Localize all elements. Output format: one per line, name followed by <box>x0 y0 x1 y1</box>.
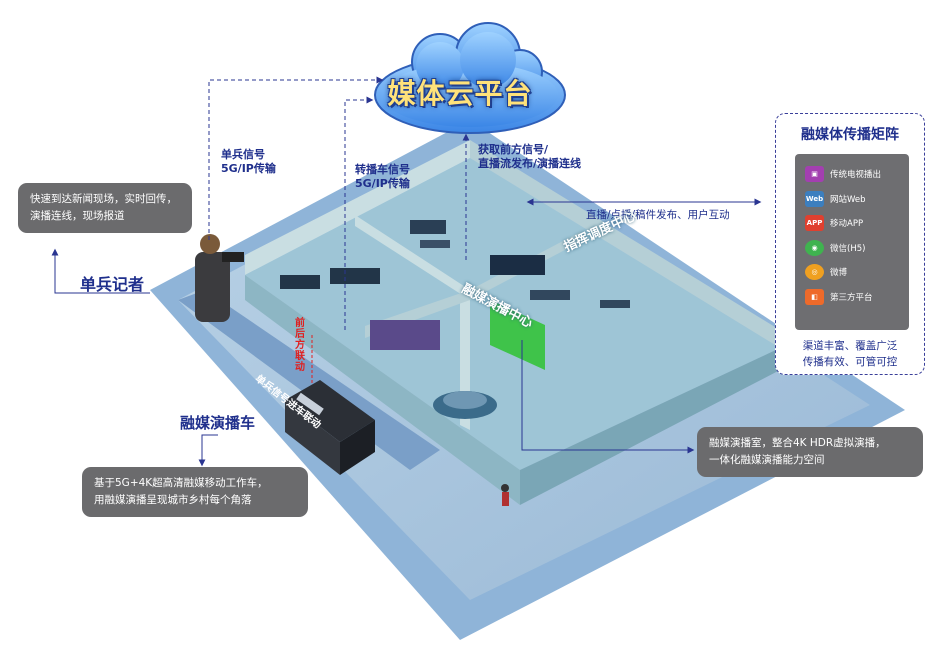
third-party-icon: ◧ <box>805 288 824 305</box>
media-matrix-panel: 融媒体传播矩阵 ▣ 传统电视播出 Web 网站Web APP 移动APP ◉ 微… <box>775 113 925 375</box>
broadcast-van <box>285 380 375 442</box>
channel-tv: ▣ 传统电视播出 <box>805 162 909 187</box>
app-icon: APP <box>805 215 824 232</box>
matrix-channel-list: ▣ 传统电视播出 Web 网站Web APP 移动APP ◉ 微信(H5) ◎ … <box>795 154 909 330</box>
channel-app: APP 移动APP <box>805 211 909 236</box>
matrix-footer: 渠道丰富、覆盖广泛 传播有效、可管可控 <box>802 340 898 368</box>
vehicle-signal-label: 转播车信号 5G/IP传输 <box>355 163 410 190</box>
cloud-shape <box>374 22 566 134</box>
vehicle-description: 基于5G+4K超高清融媒移动工作车， 用融媒演播呈现城市乡村每个角落 <box>82 467 308 517</box>
reporter-figure <box>195 252 230 322</box>
single-signal-label: 单兵信号 5G/IP传输 <box>221 148 276 175</box>
studio-description: 融媒演播室，整合4K HDR虚拟演播， 一体化融媒演播能力空间 <box>697 427 923 477</box>
tv-icon: ▣ <box>805 166 824 183</box>
wechat-icon: ◉ <box>805 239 824 256</box>
channel-web: Web 网站Web <box>805 187 909 212</box>
reporter-description: 快速到达新闻现场，实时回传， 演播连线，现场报道 <box>18 183 192 233</box>
channel-weibo: ◎ 微博 <box>805 260 909 285</box>
web-icon: Web <box>805 190 824 207</box>
cloud-platform-title: 媒体云平台 <box>387 77 533 110</box>
front-backend-label: 前后方联动 <box>295 318 305 373</box>
vehicle-heading: 融媒演播车 <box>180 414 256 432</box>
matrix-title: 融媒体传播矩阵 <box>801 127 899 143</box>
distribution-label: 直播/点播/稿件发布、用户互动 <box>586 209 730 221</box>
channel-wechat: ◉ 微信(H5) <box>805 236 909 261</box>
reporter-heading: 单兵记者 <box>80 275 145 294</box>
front-signal-label: 获取前方信号/ 直播流发布/演播连线 <box>478 143 582 170</box>
arrow-vehicle-to-cloud <box>344 96 374 330</box>
weibo-icon: ◎ <box>805 264 824 281</box>
arrow-single-to-cloud <box>208 76 384 240</box>
channel-third-party: ◧ 第三方平台 <box>805 285 909 310</box>
